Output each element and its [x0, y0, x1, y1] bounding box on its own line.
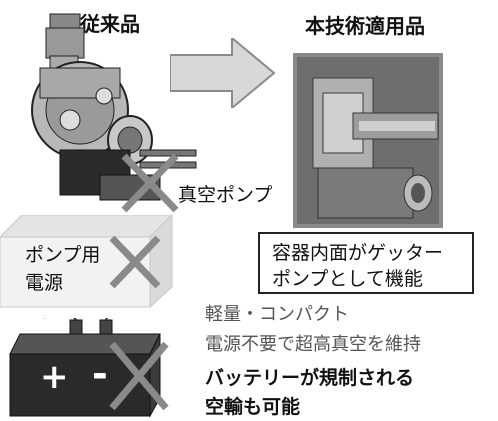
- getter-pump-callout: 容器内面がゲッター ポンプとして機能: [258, 232, 474, 294]
- vacuum-pump-cross-icon: [121, 153, 179, 213]
- battery-cross-icon: [109, 341, 169, 411]
- getter-callout-line1: 容器内面がゲッター: [272, 242, 444, 264]
- vacuum-pump-label: 真空ポンプ: [178, 184, 273, 206]
- benefit-battery-regulated: バッテリーが規制される: [205, 367, 415, 389]
- battery-minus-sign: -: [92, 352, 108, 396]
- benefit-light-compact: 軽量・コンパクト: [205, 304, 349, 325]
- benefit-no-power-uhv: 電源不要で超高真空を維持: [205, 334, 421, 355]
- conventional-pump-illustration: [31, 13, 197, 201]
- applied-product-cutaway: [293, 53, 443, 228]
- transition-arrow: [170, 38, 275, 108]
- getter-callout-line2: ポンプとして機能: [272, 268, 423, 290]
- conventional-product-heading: 従来品: [80, 12, 140, 36]
- power-supply-cross-icon: [109, 235, 161, 289]
- power-supply-label-line2: 電源: [25, 272, 64, 294]
- battery-plus-sign: +: [40, 357, 69, 397]
- power-supply-label-line1: ポンプ用: [25, 244, 101, 266]
- benefit-air-transport: 空輸も可能: [205, 396, 301, 418]
- applied-product-heading: 本技術適用品: [305, 14, 425, 38]
